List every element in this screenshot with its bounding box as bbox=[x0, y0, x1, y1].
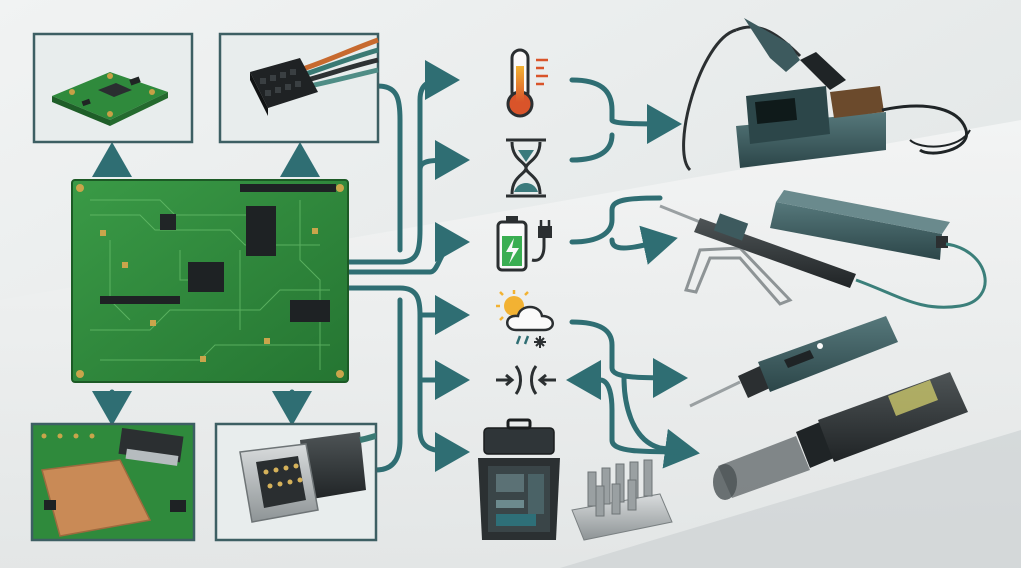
factor-time bbox=[506, 138, 546, 198]
hourglass-icon bbox=[506, 138, 546, 198]
tool-case-icon bbox=[478, 418, 560, 540]
tool-soldering-station bbox=[682, 18, 971, 172]
arrow-to-power bbox=[345, 222, 470, 275]
d-sub-connector-icon bbox=[239, 432, 377, 523]
factor-temperature bbox=[506, 48, 548, 118]
sensor-module-icon bbox=[52, 72, 168, 126]
arrow-to-toolkit bbox=[417, 377, 470, 472]
pcb-header-strip bbox=[100, 296, 180, 304]
arrow-compression-to-screwdriver bbox=[597, 377, 693, 455]
connector-dsub-to-trunk bbox=[373, 297, 403, 473]
arrow-weather-to-pen bbox=[569, 319, 688, 398]
tool-usb-soldering-iron bbox=[659, 190, 987, 309]
soldering-station-icon bbox=[682, 18, 971, 172]
weather-icon bbox=[496, 290, 554, 348]
thermometer-icon bbox=[506, 48, 548, 118]
flow-arrows bbox=[92, 60, 700, 473]
usb-soldering-iron-icon bbox=[659, 190, 987, 309]
pcb-chip-small bbox=[290, 300, 330, 322]
battery-plug-icon bbox=[496, 216, 552, 272]
arrow-to-temperature bbox=[345, 60, 460, 265]
wire-connector-icon bbox=[250, 37, 379, 116]
pcb-main-chip bbox=[188, 262, 224, 292]
connector-wire-to-trunk bbox=[375, 83, 403, 253]
factor-power bbox=[496, 216, 552, 272]
pcb-chip-tiny bbox=[160, 214, 176, 230]
desk-edge bbox=[560, 430, 1021, 568]
component-wire-connector bbox=[218, 32, 380, 144]
component-dsub-connector bbox=[214, 422, 378, 542]
compression-arrows-icon bbox=[496, 365, 556, 395]
tool-cordless-soldering-pen bbox=[689, 316, 898, 408]
pcb-pads bbox=[100, 228, 318, 362]
factor-weather bbox=[496, 290, 554, 348]
arrow-power-to-iron bbox=[569, 195, 663, 245]
arrow-temperature-to-station bbox=[569, 77, 682, 144]
arrow-time-to-station bbox=[569, 132, 615, 163]
arrow-to-time bbox=[417, 140, 470, 181]
arrow-pen-to-screwdriver bbox=[621, 375, 700, 469]
factor-toolkit bbox=[478, 418, 673, 541]
component-sensor-module bbox=[32, 32, 194, 144]
pcb-memory-chip bbox=[246, 206, 276, 256]
bit-holder-icon bbox=[571, 459, 673, 541]
cordless-soldering-pen-icon bbox=[689, 316, 898, 408]
main-pcb-board bbox=[71, 179, 349, 383]
factor-compression bbox=[496, 365, 556, 395]
pcb-mounting-holes bbox=[76, 184, 344, 378]
arrow-power-to-usb-iron bbox=[609, 225, 678, 265]
component-heatsink-board bbox=[30, 422, 196, 542]
screwdriver-icon bbox=[713, 372, 968, 500]
heatsink-board-icon bbox=[41, 427, 186, 537]
pcb-header-top bbox=[240, 184, 336, 192]
tool-screwdriver bbox=[713, 372, 968, 500]
